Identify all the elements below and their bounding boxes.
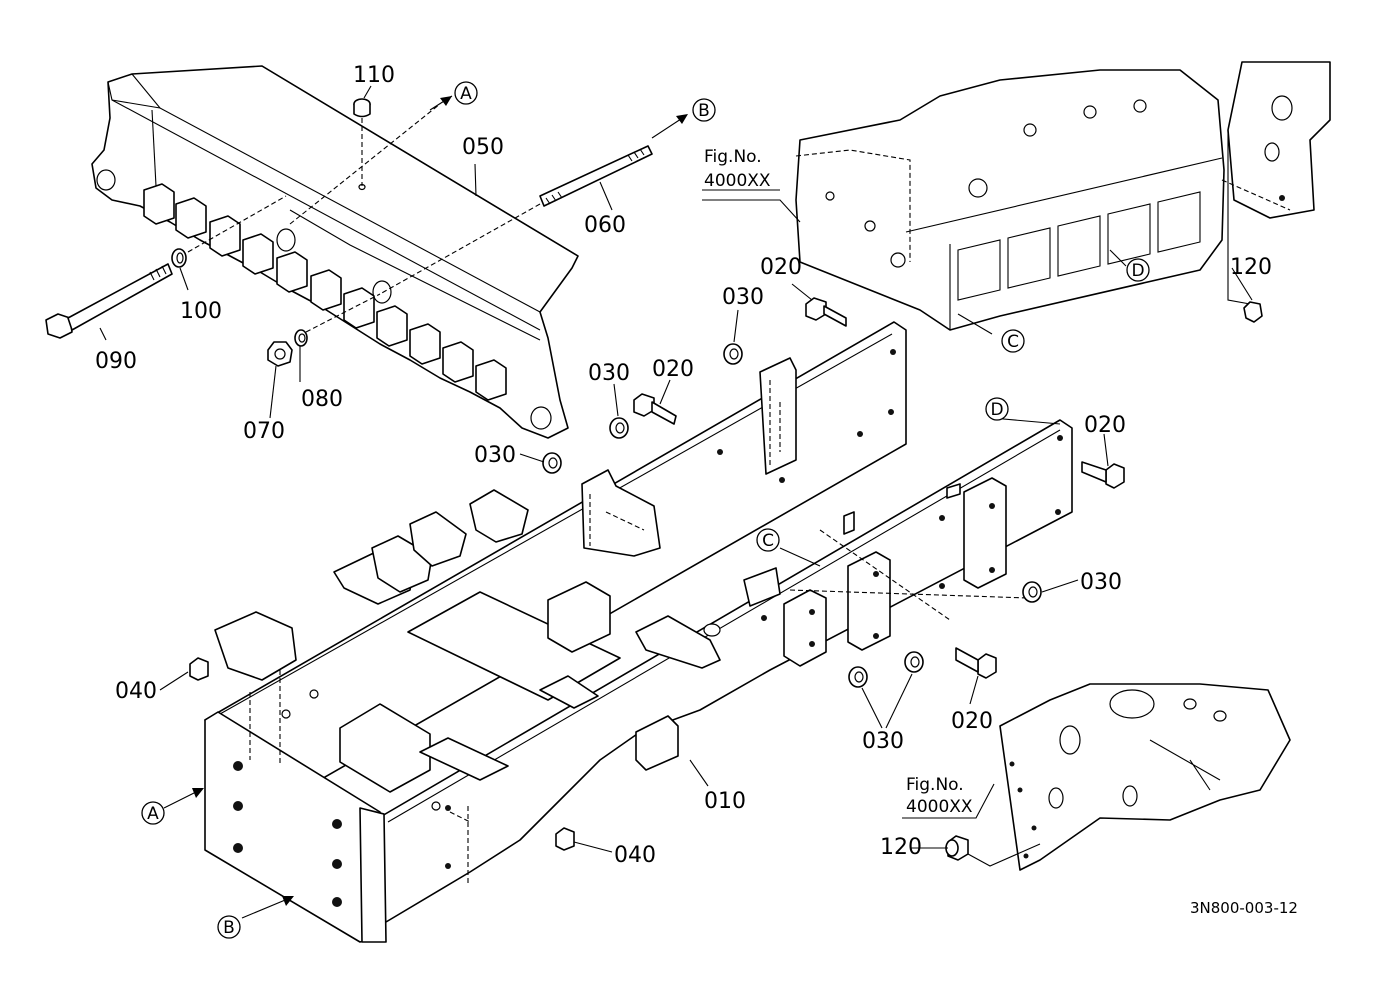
ref-marker-A-top: A (454, 81, 478, 105)
bolt-110 (353, 98, 371, 186)
ref-marker-D-frame: D (985, 397, 1009, 421)
label-030-a: 030 (722, 285, 764, 310)
frame-hidden-lines (249, 529, 1029, 886)
bolt-020-mid (633, 393, 677, 425)
svg-text:B: B (698, 101, 710, 121)
diagram-code: 3N800-003-12 (1190, 899, 1298, 917)
fig-ref-top: Fig.No. 4000XX (702, 147, 780, 191)
ref-marker-C-frame: C (756, 528, 780, 552)
label-020-b: 020 (652, 357, 694, 382)
label-030-c: 030 (474, 443, 516, 468)
fig-ref-top-number: 4000XX (704, 171, 771, 191)
svg-text:C: C (1007, 332, 1019, 352)
main-frame-010 (204, 321, 1073, 943)
engine-block-upper (795, 69, 1225, 331)
bolt-040-left (189, 657, 209, 681)
svg-text:A: A (147, 804, 159, 824)
svg-text:A: A (460, 84, 472, 104)
leader-lines (99, 85, 1253, 919)
label-060: 060 (584, 213, 626, 238)
stud-060 (379, 145, 653, 295)
washer-080 (294, 293, 381, 347)
part-labels: 110 050 060 100 090 080 070 030 020 030 … (95, 63, 1272, 868)
bolt-120-low (945, 835, 969, 861)
label-020-c: 020 (1084, 413, 1126, 438)
svg-text:D: D (1131, 261, 1144, 281)
svg-text:C: C (762, 531, 774, 551)
bolt-040-right (555, 827, 575, 851)
washer-030-e (848, 666, 868, 688)
label-030-d: 030 (1080, 570, 1122, 595)
label-020-a: 020 (760, 255, 802, 280)
washer-030-a (723, 343, 743, 365)
label-050: 050 (462, 135, 504, 160)
fig-ref-bottom-label: Fig.No. (906, 775, 964, 795)
nut-070 (267, 341, 293, 367)
label-070: 070 (243, 419, 285, 444)
arrow-to-A-top (289, 95, 453, 225)
label-020-d: 020 (951, 709, 993, 734)
engine-bracket-right (1221, 61, 1331, 305)
fig-ref-bottom-number: 4000XX (906, 797, 973, 817)
label-080: 080 (301, 387, 343, 412)
ref-marker-B-top: B (692, 98, 716, 122)
label-030-b: 030 (588, 361, 630, 386)
label-010: 010 (704, 789, 746, 814)
label-090: 090 (95, 349, 137, 374)
ref-marker-C-engine: C (1001, 329, 1025, 353)
bolt-020-low (955, 647, 997, 679)
washer-030-b (609, 417, 629, 439)
label-030-e: 030 (862, 729, 904, 754)
svg-text:D: D (990, 400, 1003, 420)
washer-030-c (542, 452, 562, 474)
washer-030-f (904, 651, 924, 673)
ref-marker-B-front: B (217, 915, 241, 939)
bolt-120-top (1243, 301, 1263, 323)
svg-text:B: B (223, 918, 235, 938)
fig-ref-top-label: Fig.No. (704, 147, 762, 167)
arrow-to-B-top (651, 114, 688, 139)
bolt-090 (45, 263, 173, 339)
label-120-b: 120 (880, 835, 922, 860)
label-040-a: 040 (115, 679, 157, 704)
ref-marker-D-engine: D (1126, 258, 1150, 282)
front-weight-bracket-050 (91, 65, 579, 439)
label-100: 100 (180, 299, 222, 324)
ref-marker-A-front: A (141, 801, 165, 825)
engine-block-lower (999, 683, 1291, 871)
label-040-b: 040 (614, 843, 656, 868)
fig-ref-bottom: Fig.No. 4000XX (906, 775, 973, 817)
label-110: 110 (353, 63, 395, 88)
bolt-020-right (1081, 461, 1125, 489)
washer-030-d (1022, 581, 1042, 603)
label-120-a: 120 (1230, 255, 1272, 280)
bolt-020-top (805, 297, 847, 327)
washer-100 (171, 195, 287, 268)
